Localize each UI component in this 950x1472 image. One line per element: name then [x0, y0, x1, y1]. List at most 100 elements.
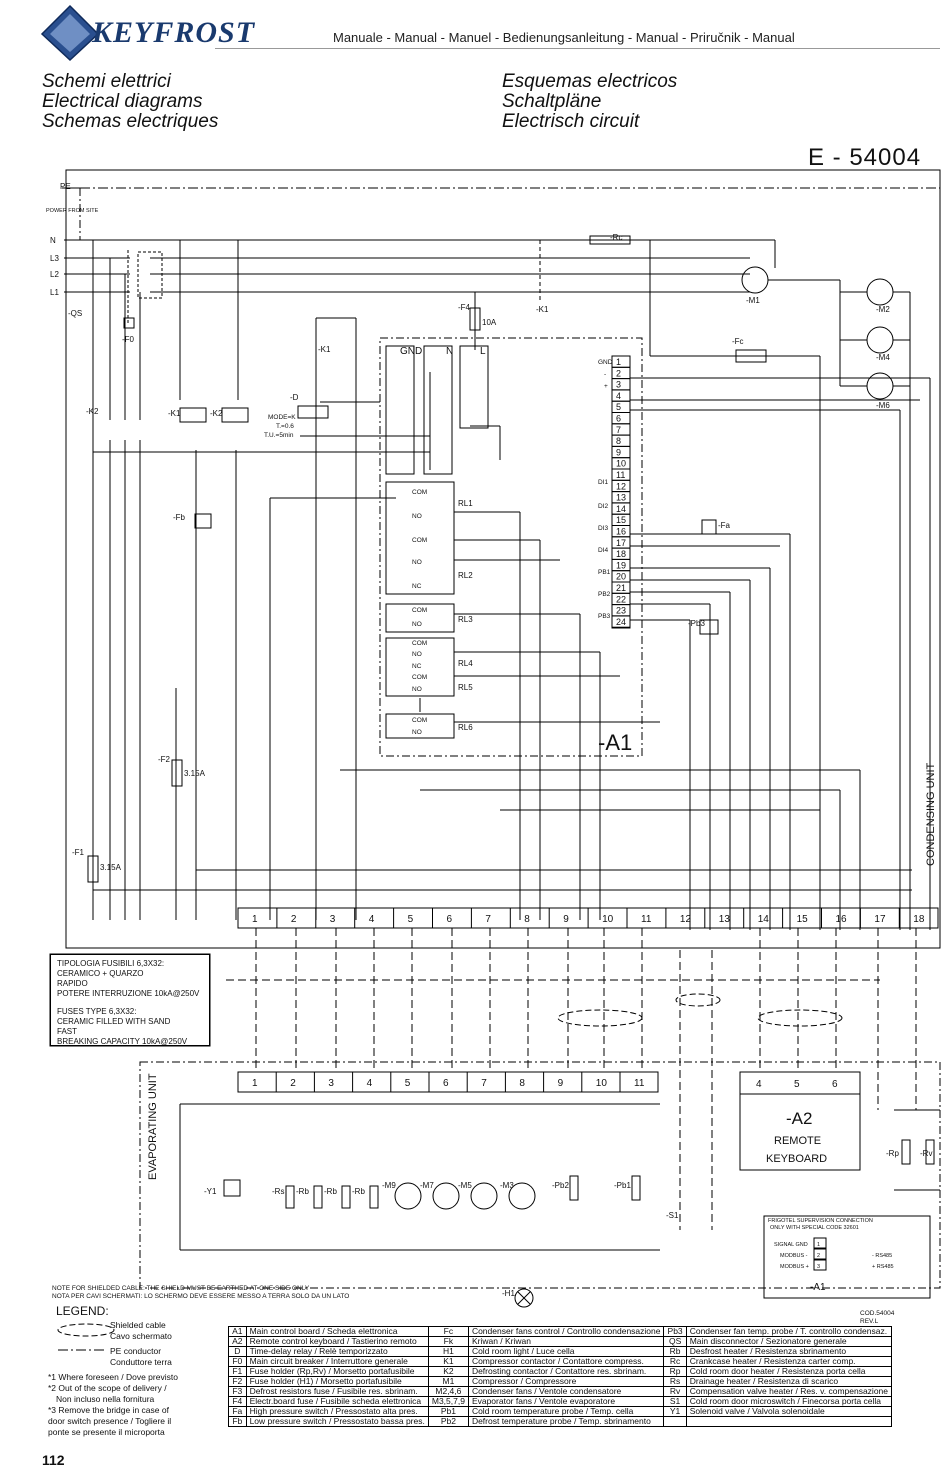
fuse-it-2: CERAMICO + QUARZO — [57, 969, 144, 978]
input-di1: DI1 — [598, 479, 609, 486]
label-f0: -F0 — [122, 335, 135, 344]
terminal-top: 13 — [719, 914, 731, 925]
legend-code: Rc — [663, 1356, 687, 1367]
relay-rl3: RL3 — [458, 615, 473, 624]
terminal-top: 6 — [447, 914, 453, 925]
controller-terminal: 17 — [616, 538, 626, 548]
label-m7: -M7 — [420, 1181, 434, 1190]
title-fr: Schemas electriques — [42, 111, 219, 132]
legend-code: H1 — [427, 1346, 469, 1357]
title-nl: Electrisch circuit — [502, 111, 640, 132]
controller-terminal: 11 — [616, 470, 625, 480]
label-k1-contact: -K1 — [536, 305, 549, 314]
title-es: Esquemas electricos — [502, 71, 678, 92]
rs485-minus: - — [604, 371, 606, 378]
terminal-top: 12 — [680, 914, 692, 925]
header-rule — [215, 48, 940, 49]
titles-right: Esquemas electricos Schaltpläne Electris… — [502, 72, 677, 132]
label-m5: -M5 — [458, 1181, 472, 1190]
legend-code — [663, 1416, 687, 1427]
label-fc: -Fc — [732, 337, 744, 346]
label-rp: -Rp — [886, 1149, 899, 1158]
label-l1: L1 — [50, 288, 59, 297]
legend-desc: Time-delay relay / Relè temporizzato — [245, 1346, 429, 1357]
legend-pe: PE conductor Conduttore terra — [110, 1346, 172, 1368]
sup-num-3: 3 — [817, 1264, 820, 1270]
pin: NO — [412, 651, 422, 658]
pin: NC — [412, 663, 422, 670]
relay-rl6: RL6 — [458, 723, 473, 732]
terminal-top: 17 — [874, 914, 886, 925]
controller-terminal: 12 — [616, 481, 626, 491]
legend-code: Rb — [663, 1346, 687, 1357]
legend-desc: Compensation valve heater / Res. v. comp… — [685, 1386, 893, 1397]
footnote: *3 Remove the bridge in case of — [48, 1405, 169, 1415]
terminal-evap: 2 — [290, 1078, 296, 1089]
a2-desc-1: REMOTE — [774, 1135, 821, 1147]
legend-desc: Compressor / Compressore — [467, 1376, 665, 1387]
legend-desc: Cold room door microswitch / Finecorsa p… — [685, 1396, 893, 1407]
label-h1: -H1 — [502, 1289, 515, 1298]
legend-desc: Main control board / Scheda elettronica — [245, 1326, 429, 1337]
label-k2-contact: -K2 — [86, 407, 99, 416]
label-n: N — [50, 236, 56, 245]
legend-desc: Cold room door heater / Resistenza porta… — [685, 1366, 893, 1377]
pin: NO — [412, 621, 422, 628]
sup-unit: -A1 — [810, 1282, 826, 1293]
logo-diamond-icon — [40, 4, 100, 62]
condensing-unit-label: CONDENSING UNIT — [925, 762, 937, 866]
legend-desc: Remote control keyboard / Tastierino rem… — [245, 1336, 429, 1347]
label-a1: -A1 — [598, 730, 632, 755]
legend-desc: Defrost temperature probe / Temp. sbrina… — [467, 1416, 665, 1427]
footnote: Non incluso nella fornitura — [56, 1394, 155, 1404]
title-it: Schemi elettrici — [42, 71, 171, 92]
fuse-it-4: POTERE INTERRUZIONE 10kA@250V — [57, 989, 200, 998]
shield-note-it: NOTA PER CAVI SCHERMATI: LO SCHERMO DEVE… — [52, 1293, 350, 1300]
sup-title-2: ONLY WITH SPECIAL CODE 32601 — [770, 1225, 859, 1231]
a2-box — [739, 1071, 861, 1171]
legend-code: K2 — [427, 1366, 469, 1377]
controller-terminal: 14 — [616, 504, 626, 514]
pin: NO — [412, 686, 422, 693]
legend-code: Fa — [228, 1406, 247, 1417]
title-de: Schaltpläne — [502, 91, 602, 112]
legend-shielded-it: Cavo schermato — [110, 1331, 172, 1341]
title-en: Electrical diagrams — [42, 91, 203, 112]
label-m2: -M2 — [876, 305, 890, 314]
legend-desc: Cold room temperature probe / Temp. cell… — [467, 1406, 665, 1417]
rs485-plus: + — [604, 383, 608, 390]
legend-desc: Crankcase heater / Resistenza carter com… — [685, 1356, 893, 1367]
cod-rev: COD.54004 REV.L — [860, 1310, 894, 1326]
terminal-top: 4 — [369, 914, 375, 925]
legend-desc: Defrosting contactor / Contattore res. s… — [467, 1366, 665, 1377]
legend-shielded-en: Shielded cable — [110, 1320, 166, 1330]
input-di2: DI2 — [598, 503, 609, 510]
legend-pe-it: Conduttore terra — [110, 1357, 172, 1367]
controller-terminal: 19 — [616, 560, 626, 570]
terminal-top: 2 — [291, 914, 297, 925]
d-mode: MODE=K — [268, 414, 296, 421]
label-rb-3: -Rb — [352, 1187, 365, 1196]
label-f2-rating: 3.15A — [184, 769, 206, 778]
a2-term-6: 6 — [832, 1079, 838, 1090]
sup-row-2: MODBUS - — [780, 1253, 808, 1259]
legend-code: Rv — [663, 1386, 687, 1397]
terminal-evap: 5 — [405, 1078, 411, 1089]
legend-desc: Condenser fans control / Controllo conde… — [467, 1326, 665, 1337]
footnote: ponte se presente il microporta — [48, 1427, 165, 1437]
fuse-it-3: RAPIDO — [57, 979, 88, 988]
label-d: -D — [290, 393, 299, 402]
fuse-en-1: FUSES TYPE 6,3X32: — [57, 1007, 137, 1016]
legend-code: F4 — [228, 1396, 247, 1407]
terminal-evap: 3 — [328, 1078, 334, 1089]
legend-code: Fc — [427, 1326, 469, 1337]
fuse-en-2: CERAMIC FILLED WITH SAND — [57, 1017, 171, 1026]
fuse-info-box: TIPOLOGIA FUSIBILI 6,3X32: CERAMICO + QU… — [50, 954, 210, 1046]
label-rc: -Rc — [610, 233, 622, 242]
controller-terminal: 8 — [616, 436, 621, 446]
